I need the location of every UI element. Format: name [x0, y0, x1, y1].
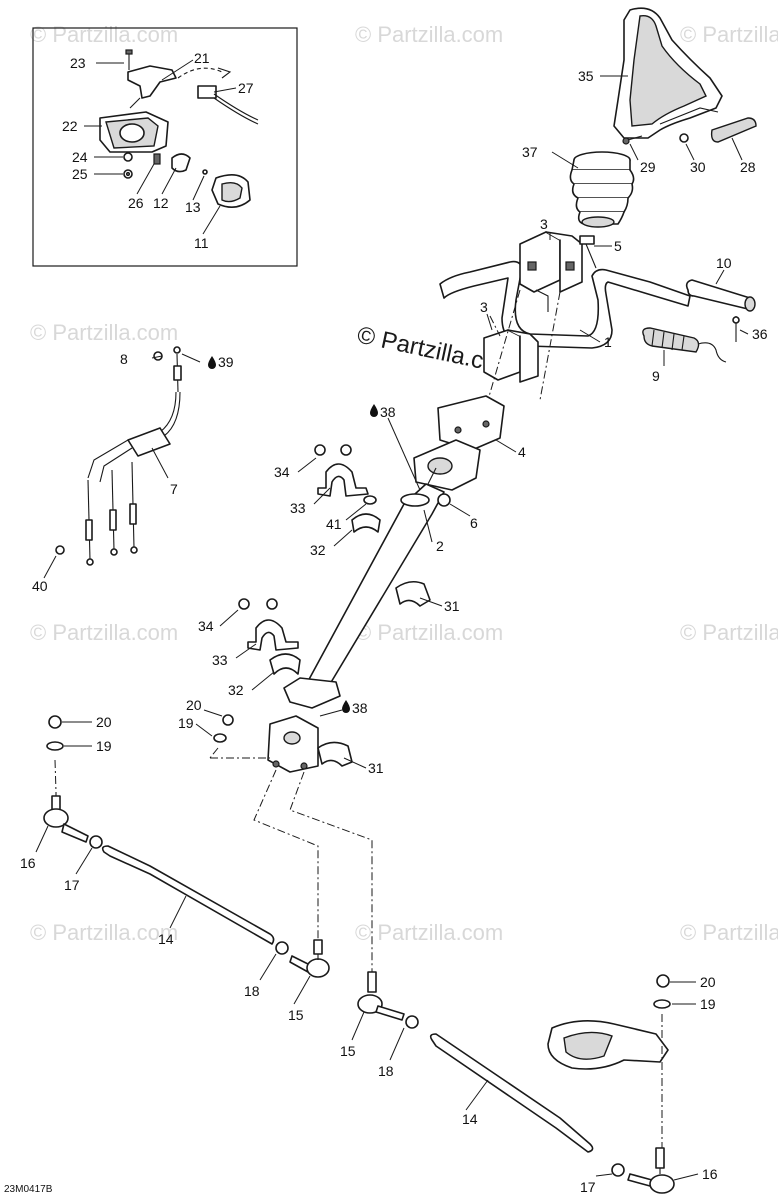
grips: [642, 279, 756, 363]
watermarks: © Partzilla.com © Partzilla.com © Partzi…: [30, 22, 778, 945]
callout: 30: [690, 159, 706, 175]
callout: 3: [480, 299, 488, 315]
callout: 31: [368, 760, 384, 776]
callout: 39: [218, 354, 234, 370]
watermark: © Partzilla.com: [30, 920, 178, 945]
callout: 1: [604, 334, 612, 350]
boot: [569, 151, 635, 228]
callout: 19: [700, 996, 716, 1012]
callout: 7: [170, 481, 178, 497]
steering-column: [209, 395, 505, 972]
tie-rod-left: [43, 715, 330, 978]
drop-icon: [370, 404, 378, 417]
callout: 19: [96, 738, 112, 754]
callout: 3: [540, 216, 548, 232]
drop-icon: [208, 356, 216, 369]
callout: 35: [578, 68, 594, 84]
callout: 20: [96, 714, 112, 730]
bearings: [213, 444, 431, 767]
callout: 18: [244, 983, 260, 999]
drop-icon: [342, 700, 350, 713]
callout: 33: [290, 500, 306, 516]
watermark: © Partzilla.com: [680, 22, 778, 47]
callout: 27: [238, 80, 254, 96]
callout: 37: [522, 144, 538, 160]
callout: 17: [580, 1179, 596, 1195]
hand-guard: [613, 7, 757, 145]
callout: 24: [72, 149, 88, 165]
lubricant-icons: [208, 356, 378, 713]
callout: 4: [518, 444, 526, 460]
handlebar: [439, 231, 691, 401]
throttle-cable: [55, 346, 182, 566]
diagram-code: 23M0417B: [4, 1184, 53, 1195]
tie-rod-right: [357, 971, 675, 1194]
callout: 20: [186, 697, 202, 713]
callout: 38: [380, 404, 396, 420]
throttle-inset: [32, 27, 298, 267]
callout: 18: [378, 1063, 394, 1079]
callout: 33: [212, 652, 228, 668]
callout: 5: [614, 238, 622, 254]
callout: 23: [70, 55, 86, 71]
callout: 6: [470, 515, 478, 531]
callout: 41: [326, 516, 342, 532]
callout: 10: [716, 255, 732, 271]
callout: 16: [702, 1166, 718, 1182]
callout: 29: [640, 159, 656, 175]
callout: 25: [72, 166, 88, 182]
callout: 9: [652, 368, 660, 384]
callout: 17: [64, 877, 80, 893]
callout: 12: [153, 195, 169, 211]
callout: 28: [740, 159, 756, 175]
watermark: © Partzilla.com: [355, 22, 503, 47]
callout: 36: [752, 326, 768, 342]
watermark: © Partzilla.com: [355, 920, 503, 945]
callout: 26: [128, 195, 144, 211]
callout: 14: [462, 1111, 478, 1127]
callout: 11: [194, 235, 209, 251]
watermark: © Partzilla.com: [355, 620, 503, 645]
callout-labels: 23 21 27 22 24 25 26 12 13 11 35 29 30 2…: [4, 50, 768, 1195]
callout: 21: [194, 50, 210, 66]
callout: 16: [20, 855, 36, 871]
callout: 14: [158, 931, 174, 947]
callout: 13: [185, 199, 201, 215]
callout: 34: [198, 618, 214, 634]
callout: 32: [228, 682, 244, 698]
watermark: © Partzilla.com: [30, 620, 178, 645]
watermark: © Partzilla.com: [30, 320, 178, 345]
callout: 31: [444, 598, 460, 614]
callout: 22: [62, 118, 78, 134]
leader-lines: [35, 59, 749, 1181]
callout: 38: [352, 700, 368, 716]
callout: 2: [436, 538, 444, 554]
callout: 8: [120, 351, 128, 367]
callout: 15: [288, 1007, 304, 1023]
watermark: © Partzilla.com: [30, 22, 178, 47]
callout: 40: [32, 578, 48, 594]
callout: 15: [340, 1043, 356, 1059]
callout: 34: [274, 464, 290, 480]
watermark: © Partzilla.com: [680, 920, 778, 945]
callout: 20: [700, 974, 716, 990]
watermark: © Partzilla.com: [680, 620, 778, 645]
callout: 32: [310, 542, 326, 558]
callout: 19: [178, 715, 194, 731]
